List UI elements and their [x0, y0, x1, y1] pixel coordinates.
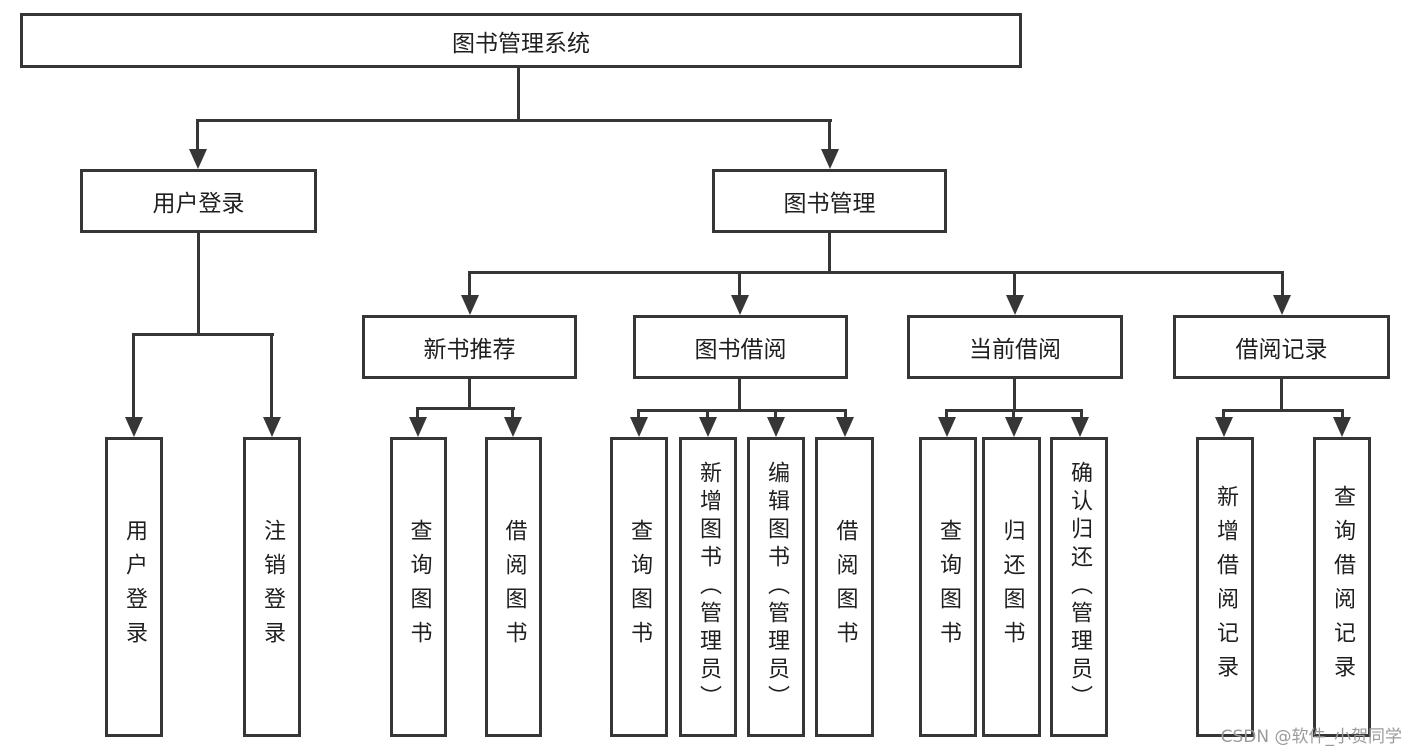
- connector-arrow: [1215, 417, 1233, 437]
- leaf-user-login: 用户登录: [105, 437, 163, 737]
- connector-arrow: [767, 417, 785, 437]
- connector-line: [1341, 409, 1344, 419]
- leaf-query-books-current: 查询图书: [919, 437, 977, 737]
- connector-arrow: [630, 417, 648, 437]
- connector-line: [1013, 377, 1016, 411]
- connector-line: [197, 231, 200, 334]
- connector-line: [637, 409, 640, 419]
- leaf-add-books-admin: 新增图书（管理员）: [679, 437, 737, 737]
- connector-line: [1280, 377, 1283, 411]
- connector-arrow: [821, 149, 839, 169]
- connector-line: [1222, 409, 1225, 419]
- connector-arrow: [731, 295, 749, 315]
- node-book-management: 图书管理: [712, 169, 947, 233]
- connector-line: [1281, 271, 1284, 299]
- connector-line: [416, 407, 515, 410]
- connector-line: [468, 271, 471, 299]
- connector-line: [637, 409, 847, 412]
- node-new-book-recommend: 新书推荐: [362, 315, 577, 379]
- connector-line: [132, 333, 274, 336]
- connector-line: [1012, 409, 1015, 419]
- leaf-query-borrow-record: 查询借阅记录: [1313, 437, 1371, 737]
- node-borrow-records: 借阅记录: [1173, 315, 1390, 379]
- connector-arrow: [938, 417, 956, 437]
- leaf-borrow-books-recommend: 借阅图书: [485, 437, 542, 737]
- connector-line: [828, 231, 831, 273]
- connector-arrow: [1006, 295, 1024, 315]
- leaf-query-books-recommend: 查询图书: [390, 437, 447, 737]
- connector-line: [517, 65, 520, 121]
- connector-arrow: [836, 417, 854, 437]
- connector-arrow: [189, 149, 207, 169]
- connector-arrow: [1071, 417, 1089, 437]
- node-user-login: 用户登录: [80, 169, 317, 233]
- connector-line: [844, 409, 847, 419]
- connector-arrow: [504, 417, 522, 437]
- connector-line: [416, 407, 419, 419]
- leaf-edit-books-admin: 编辑图书（管理员）: [747, 437, 805, 737]
- leaf-borrow-books: 借阅图书: [815, 437, 874, 737]
- connector-arrow: [1333, 417, 1351, 437]
- connector-line: [1222, 409, 1344, 412]
- connector-line: [196, 119, 832, 122]
- node-current-borrow: 当前借阅: [907, 315, 1123, 379]
- connector-arrow: [125, 417, 143, 437]
- watermark: CSDN @软件_小贺同学: [1220, 727, 1402, 747]
- connector-arrow: [699, 417, 717, 437]
- connector-arrow: [263, 417, 281, 437]
- connector-line: [828, 119, 831, 153]
- connector-line: [468, 271, 1284, 274]
- leaf-return-books: 归还图书: [982, 437, 1041, 737]
- connector-line: [196, 119, 199, 153]
- connector-arrow: [461, 295, 479, 315]
- connector-line: [1080, 409, 1083, 419]
- node-root: 图书管理系统: [20, 13, 1022, 68]
- leaf-logout: 注销登录: [243, 437, 301, 737]
- connector-line: [774, 409, 777, 419]
- leaf-confirm-return-admin: 确认归还（管理员）: [1050, 437, 1108, 737]
- leaf-query-books-borrow: 查询图书: [610, 437, 668, 737]
- connector-arrow: [1005, 417, 1023, 437]
- connector-line: [270, 333, 273, 419]
- connector-arrow: [409, 417, 427, 437]
- leaf-add-borrow-record: 新增借阅记录: [1196, 437, 1254, 737]
- connector-line: [945, 409, 948, 419]
- connector-line: [468, 377, 471, 409]
- connector-line: [738, 377, 741, 411]
- connector-line: [738, 271, 741, 299]
- connector-line: [511, 407, 514, 419]
- node-book-borrow: 图书借阅: [633, 315, 848, 379]
- connector-arrow: [1273, 295, 1291, 315]
- connector-line: [1013, 271, 1016, 299]
- connector-line: [132, 333, 135, 419]
- connector-line: [706, 409, 709, 419]
